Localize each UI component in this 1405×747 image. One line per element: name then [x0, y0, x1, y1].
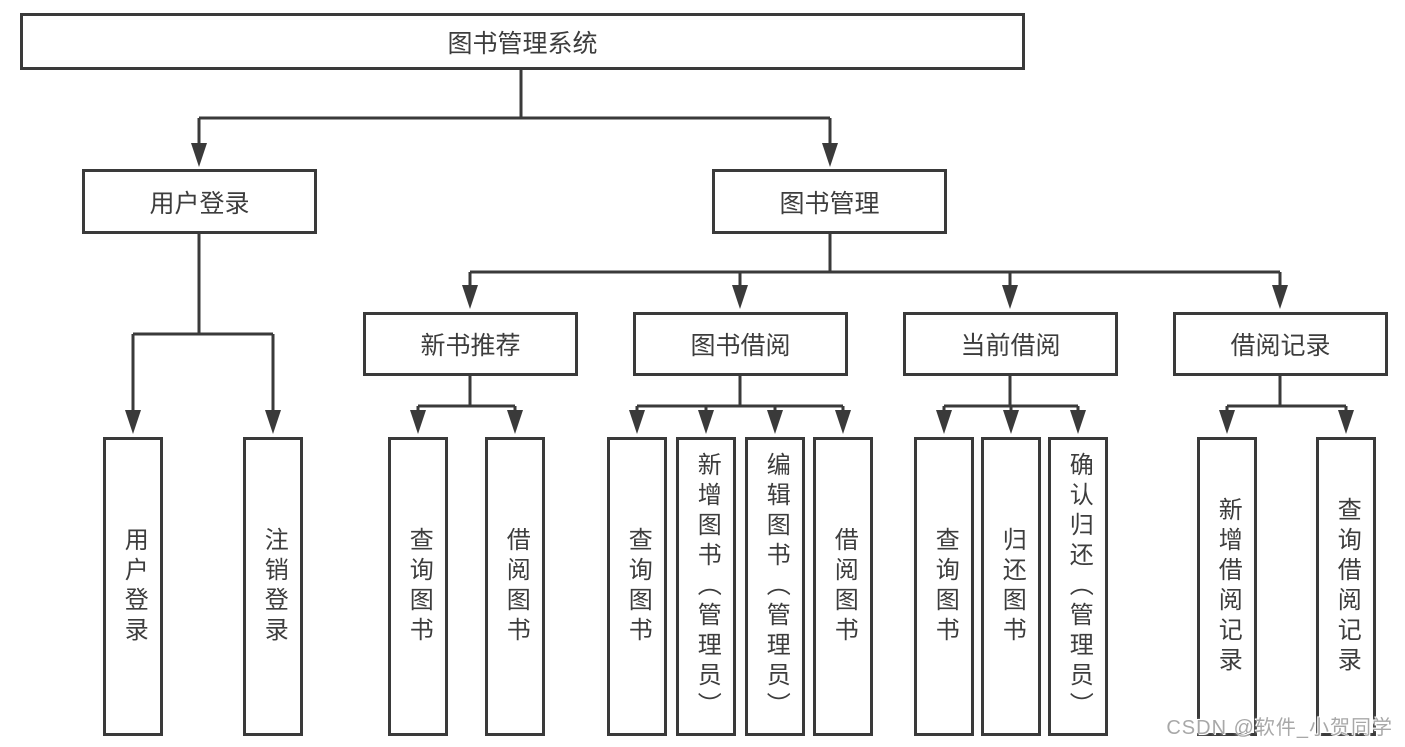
leaf-logout: 注销登录 — [243, 437, 303, 736]
leaf-borrow-query-books-label: 查询图书 — [624, 526, 652, 647]
node-current-borrow: 当前借阅 — [903, 312, 1118, 376]
node-user-login-label: 用户登录 — [149, 189, 250, 218]
leaf-recommend-query-books-label: 查询图书 — [405, 526, 433, 647]
node-new-book-recommend-label: 新书推荐 — [420, 332, 521, 360]
leaf-borrow-borrow-books: 借阅图书 — [813, 437, 873, 736]
node-root-system: 图书管理系统 — [20, 13, 1025, 70]
node-root-label: 图书管理系统 — [447, 29, 598, 58]
node-new-book-recommend: 新书推荐 — [363, 312, 578, 376]
leaf-current-confirm-return-admin-label: 确认归还（管理员） — [1065, 451, 1093, 722]
leaf-borrow-edit-books-admin: 编辑图书（管理员） — [745, 437, 805, 736]
leaf-current-query-books: 查询图书 — [914, 437, 974, 736]
leaf-recommend-borrow-books: 借阅图书 — [485, 437, 545, 736]
leaf-current-query-books-label: 查询图书 — [931, 526, 959, 647]
node-book-borrow-label: 图书借阅 — [690, 332, 791, 360]
leaf-records-query-record-label: 查询借阅记录 — [1333, 496, 1361, 677]
leaf-recommend-borrow-books-label: 借阅图书 — [502, 526, 530, 647]
leaf-borrow-borrow-books-label: 借阅图书 — [830, 526, 858, 647]
leaf-user-login-label: 用户登录 — [120, 526, 148, 647]
node-book-management: 图书管理 — [712, 169, 947, 234]
node-book-management-label: 图书管理 — [779, 189, 880, 218]
node-borrow-records: 借阅记录 — [1173, 312, 1388, 376]
leaf-borrow-add-books-admin: 新增图书（管理员） — [676, 437, 736, 736]
leaf-borrow-query-books: 查询图书 — [607, 437, 667, 736]
leaf-current-confirm-return-admin: 确认归还（管理员） — [1048, 437, 1108, 736]
leaf-logout-label: 注销登录 — [260, 526, 288, 647]
node-book-borrow: 图书借阅 — [633, 312, 848, 376]
csdn-watermark: CSDN @软件_小贺同学 — [1166, 717, 1393, 739]
leaf-user-login: 用户登录 — [103, 437, 163, 736]
node-current-borrow-label: 当前借阅 — [960, 332, 1061, 360]
node-user-login: 用户登录 — [82, 169, 317, 234]
leaf-records-query-record: 查询借阅记录 — [1316, 437, 1376, 736]
leaf-current-return-books-label: 归还图书 — [998, 526, 1026, 647]
node-borrow-records-label: 借阅记录 — [1230, 332, 1331, 360]
leaf-records-add-record-label: 新增借阅记录 — [1214, 496, 1242, 677]
arrowheads — [125, 143, 1354, 434]
leaf-borrow-add-books-admin-label: 新增图书（管理员） — [693, 451, 721, 722]
leaf-records-add-record: 新增借阅记录 — [1197, 437, 1257, 736]
leaf-borrow-edit-books-admin-label: 编辑图书（管理员） — [762, 451, 790, 722]
leaf-recommend-query-books: 查询图书 — [388, 437, 448, 736]
leaf-current-return-books: 归还图书 — [981, 437, 1041, 736]
